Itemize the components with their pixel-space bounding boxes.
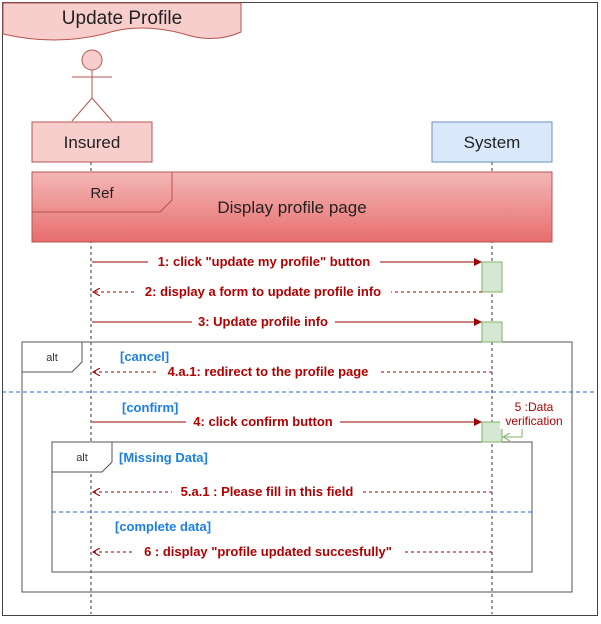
actor-figure-icon bbox=[71, 49, 113, 122]
outer-alt-tag-box bbox=[21, 341, 83, 373]
message-1-label: 1: click "update my profile" button bbox=[158, 254, 370, 269]
message-1-label-bg bbox=[148, 253, 380, 269]
system-box[interactable] bbox=[431, 121, 553, 163]
system-label: System bbox=[464, 133, 521, 152]
frame-border bbox=[2, 2, 598, 616]
message-2-label-bg bbox=[135, 283, 391, 299]
diagram-title: Update Profile bbox=[62, 8, 182, 29]
message-6-label: 6 : display "profile updated succesfully… bbox=[144, 544, 392, 559]
message-6-label-bg bbox=[132, 543, 404, 559]
outer-alt-tag: alt bbox=[46, 352, 58, 364]
inner-alt-tag-box bbox=[51, 441, 113, 473]
activation-bar-2 bbox=[481, 321, 503, 343]
message-4a1-label-bg bbox=[158, 363, 378, 379]
inner-guard-complete: [complete data] bbox=[115, 519, 211, 534]
ref-tag: Ref bbox=[90, 185, 114, 202]
ref-frame[interactable] bbox=[31, 171, 553, 243]
ref-text: Display profile page bbox=[217, 198, 366, 217]
message-3-label: 3: Update profile info bbox=[198, 314, 328, 329]
ref-tag-box bbox=[31, 171, 173, 213]
message-5a1-label-bg bbox=[172, 483, 362, 499]
outer-alt-fragment bbox=[21, 341, 573, 593]
message-3-label-bg bbox=[192, 313, 335, 329]
actor-label: Insured bbox=[64, 133, 121, 152]
activation-bar-1 bbox=[481, 261, 503, 293]
message-5-label-line-2: verification bbox=[505, 414, 562, 428]
inner-guard-missing: [Missing Data] bbox=[119, 450, 208, 465]
inner-alt-tag: alt bbox=[76, 452, 88, 464]
message-4a1-label: 4.a.1: redirect to the profile page bbox=[168, 364, 369, 379]
message-5-label-line-1: 5 :Data bbox=[515, 400, 554, 414]
message-4-label: 4: click confirm button bbox=[193, 414, 332, 429]
inner-alt-fragment bbox=[51, 441, 533, 573]
outer-guard-cancel: [cancel] bbox=[120, 349, 169, 364]
activation-bar-3 bbox=[481, 421, 503, 443]
message-5-label-bg bbox=[500, 399, 570, 429]
message-5a1-label: 5.a.1 : Please fill in this field bbox=[181, 484, 354, 499]
outer-guard-confirm: [confirm] bbox=[122, 400, 178, 415]
actor-box[interactable] bbox=[31, 121, 153, 163]
message-4-label-bg bbox=[186, 413, 340, 429]
title-tab bbox=[2, 2, 242, 41]
message-2-label: 2: display a form to update profile info bbox=[145, 284, 381, 299]
